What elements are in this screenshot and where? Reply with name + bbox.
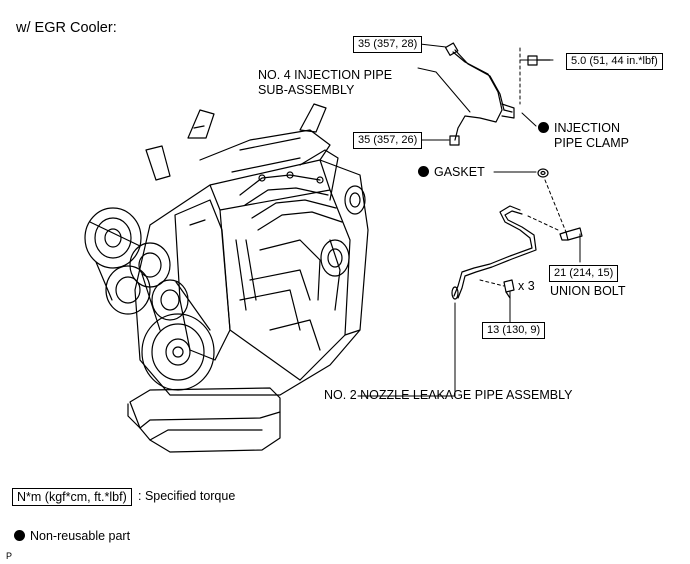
label-gasket: GASKET [418,165,485,180]
torque-callout-pipe-top: 35 (357, 28) [353,36,423,53]
legend-torque-description: : Specified torque [138,489,236,503]
non-reusable-dot-icon [418,166,429,177]
label-union-bolt: UNION BOLT [550,284,626,298]
label-injection-pipe-line1: NO. 4 INJECTION PIPE [258,68,393,82]
torque-callout-pipe-bottom: 35 (357, 26) [353,132,423,149]
legend-torque-units: N*m (kgf*cm, ft.*lbf) [12,488,132,506]
label-injection-pipe-line2: SUB-ASSEMBLY [258,83,355,97]
label-injection-pipe: NO. 4 INJECTION PIPE SUB-ASSEMBLY [258,68,392,98]
injection-pipe-sub-assembly [444,42,551,146]
leader-lines [357,43,581,397]
label-bolt-quantity: x 3 [518,279,535,293]
label-clamp-line1: INJECTION [554,121,620,135]
label-injection-pipe-clamp: INJECTION PIPE CLAMP [538,121,629,151]
label-clamp-line2: PIPE CLAMP [554,136,630,150]
figure-code: P [6,551,13,561]
leakage-pipe-assembly [451,168,583,300]
engine-illustration [84,103,369,453]
non-reusable-dot-icon [538,122,549,133]
torque-callout-union-bolt: 21 (214, 15) [549,265,619,282]
legend-non-reusable-text: Non-reusable part [30,529,131,543]
legend-non-reusable: Non-reusable part [14,529,130,543]
page-title: w/ EGR Cooler: [16,20,117,36]
torque-callout-clamp-bolt: 5.0 (51, 44 in.*lbf) [566,53,663,70]
non-reusable-dot-icon [14,530,25,541]
torque-callout-leak-bolts: 13 (130, 9) [482,322,546,339]
label-gasket-text: GASKET [434,165,485,179]
label-leakage-pipe: NO. 2 NOZZLE LEAKAGE PIPE ASSEMBLY [324,388,573,402]
